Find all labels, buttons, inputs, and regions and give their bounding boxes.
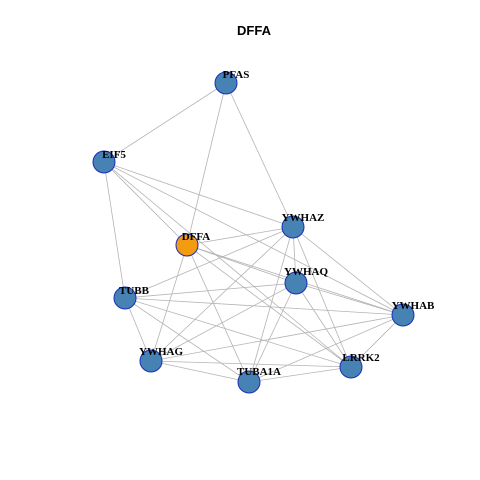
node-label-ywhab: YWHAB xyxy=(392,300,435,312)
node-pfas xyxy=(214,71,238,95)
edge-ywhab-tuba1a xyxy=(248,314,404,383)
edge-pfas-dffa xyxy=(186,82,227,246)
edge-ywhab-ywhag xyxy=(150,314,404,362)
node-eif5 xyxy=(92,150,116,174)
edge-ywhaq-tuba1a xyxy=(248,282,297,383)
node-ywhag xyxy=(139,349,163,373)
node-label-pfas: PFAS xyxy=(223,69,250,81)
edge-pfas-ywhaz xyxy=(225,82,294,228)
edge-tubb-lrrk2 xyxy=(124,297,352,368)
edge-eif5-tubb xyxy=(103,161,126,299)
edge-eif5-lrrk2 xyxy=(103,161,352,368)
edge-eif5-ywhab xyxy=(103,161,404,316)
node-dffa xyxy=(175,233,199,257)
edge-ywhag-lrrk2 xyxy=(150,360,352,368)
edge-ywhaq-ywhab xyxy=(295,282,404,316)
edge-dffa-lrrk2 xyxy=(186,244,352,368)
diagram-title: DFFA xyxy=(237,23,272,38)
edge-ywhaz-ywhab xyxy=(292,226,404,316)
edge-dffa-ywhag xyxy=(150,244,188,362)
edge-ywhaq-tubb xyxy=(124,282,297,299)
edge-eif5-ywhaz xyxy=(103,161,294,228)
node-ywhab xyxy=(391,303,415,327)
edge-tubb-ywhab xyxy=(124,297,404,316)
edge-dffa-ywhaz xyxy=(186,226,294,246)
edge-ywhab-lrrk2 xyxy=(350,314,404,368)
node-tuba1a xyxy=(237,370,261,394)
node-label-dffa: DFFA xyxy=(182,231,211,243)
node-label-lrrk2: LRRK2 xyxy=(342,352,380,364)
edge-ywhaz-tubb xyxy=(124,226,294,299)
edge-eif5-dffa xyxy=(103,161,188,246)
node-lrrk2 xyxy=(339,355,363,379)
node-label-ywhag: YWHAG xyxy=(139,346,183,358)
edge-ywhag-tuba1a xyxy=(150,360,250,383)
node-layer xyxy=(92,71,415,394)
node-label-tubb: TUBB xyxy=(119,285,150,297)
edge-dffa-ywhaq xyxy=(186,244,297,284)
edge-tuba1a-lrrk2 xyxy=(248,366,352,383)
edge-ywhaz-lrrk2 xyxy=(292,226,352,368)
node-tubb xyxy=(113,286,137,310)
node-label-ywhaq: YWHAQ xyxy=(284,266,328,278)
node-ywhaq xyxy=(284,271,308,295)
edge-ywhaz-ywhag xyxy=(150,226,294,362)
edge-tubb-tuba1a xyxy=(124,297,250,383)
edge-ywhaq-lrrk2 xyxy=(295,282,352,368)
edge-pfas-eif5 xyxy=(103,82,227,163)
node-label-tuba1a: TUBA1A xyxy=(237,366,281,378)
edge-layer xyxy=(103,82,404,383)
node-label-ywhaz: YWHAZ xyxy=(282,212,325,224)
node-ywhaz xyxy=(281,215,305,239)
node-label-eif5: EIF5 xyxy=(102,149,126,161)
edge-ywhaq-ywhag xyxy=(150,282,297,362)
edge-ywhaz-tuba1a xyxy=(248,226,294,383)
